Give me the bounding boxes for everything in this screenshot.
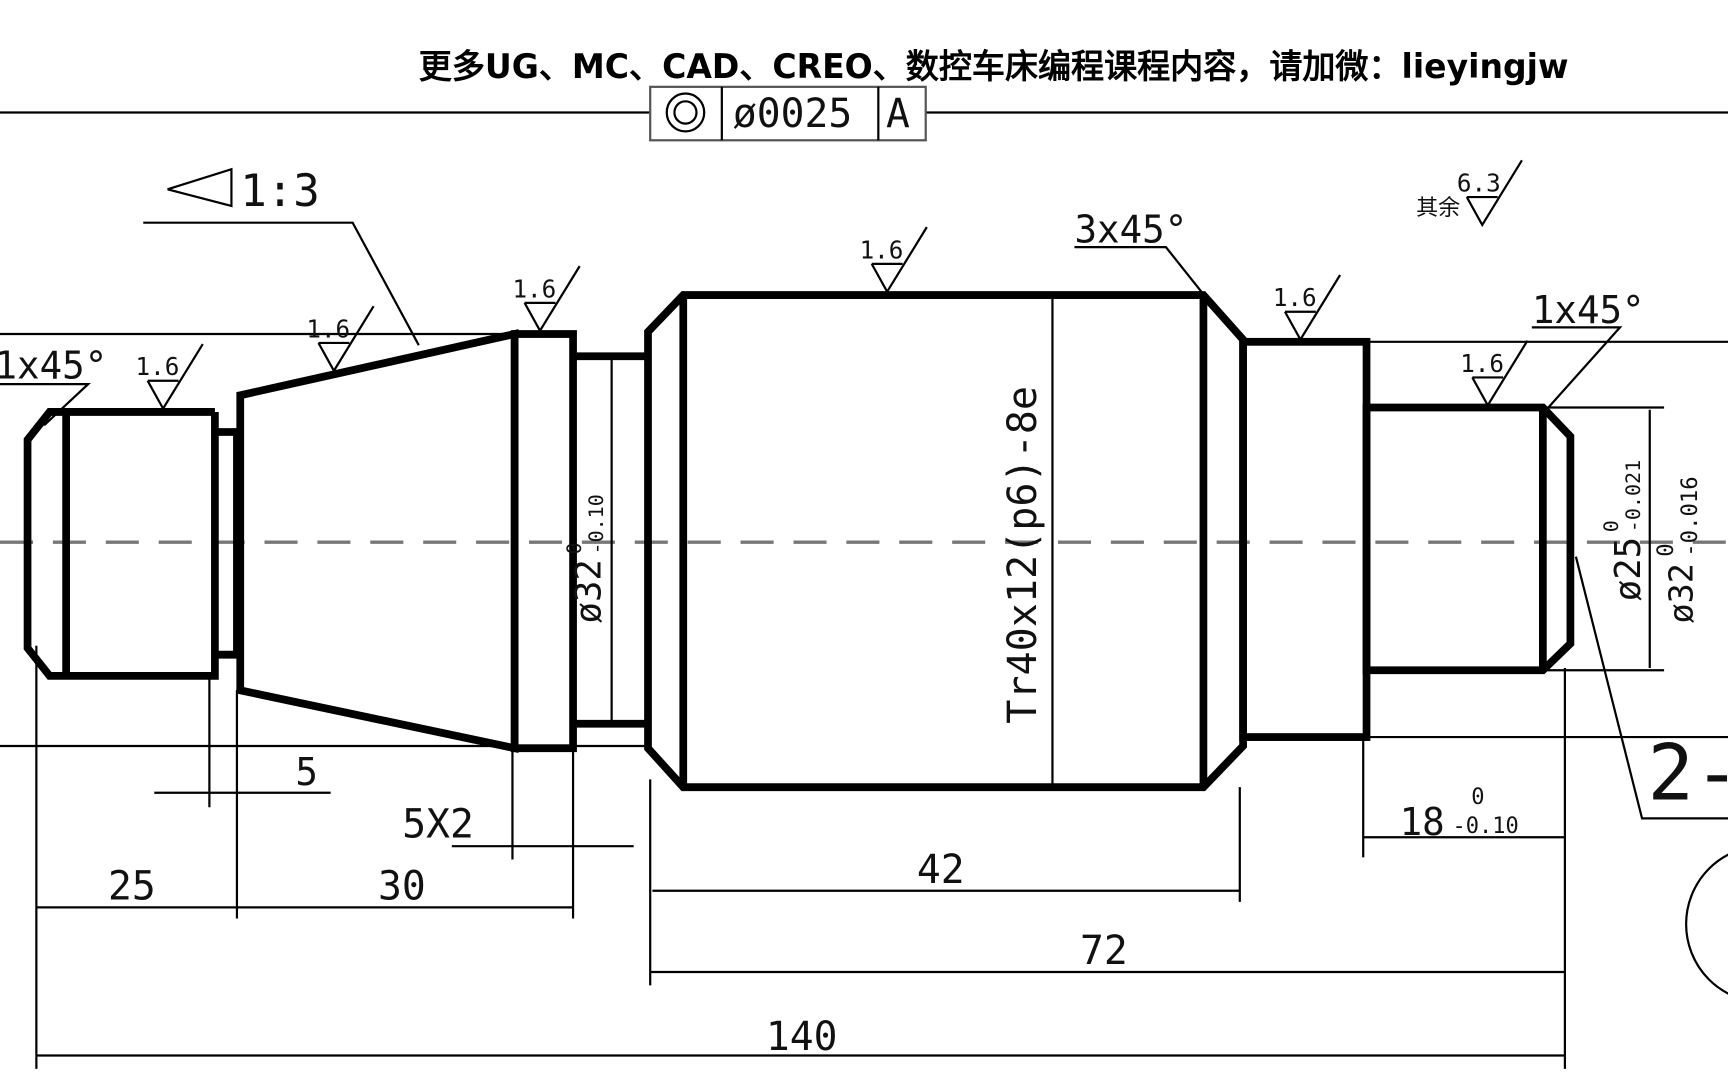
dim-25: 25 <box>108 863 156 909</box>
length-dimensions: 5 5X2 25 30 42 72 140 18 0 -0.10 <box>36 750 1565 1060</box>
surface-roughness-icon: 1.6 <box>512 265 581 333</box>
dim-72: 72 <box>1080 928 1128 974</box>
chamfer-right: 1x45° <box>1532 288 1645 332</box>
dim-dia-25-tol-upper: 0 <box>1600 520 1623 532</box>
tolerance-frame: ø0025 A <box>0 85 1728 142</box>
dim-undercut: 5 <box>295 750 318 794</box>
dim-thread: Tr40x12(p6)-8e <box>1000 386 1046 724</box>
dim-18-tol-upper: 0 <box>1471 784 1484 810</box>
tolerance-value: ø0025 <box>733 91 852 137</box>
roughness-value: 1.6 <box>136 352 180 381</box>
chamfer-middle: 3x45° <box>1074 208 1187 252</box>
dim-42: 42 <box>917 847 965 893</box>
dim-18: 18 <box>1400 800 1445 844</box>
dim-140: 140 <box>766 1014 838 1060</box>
surface-finish-marks: 1.6 1.6 1.6 1.6 1.6 1.6 <box>136 159 1529 411</box>
dim-dia-32: ø32 <box>569 559 610 623</box>
roughness-value: 1.6 <box>512 274 556 303</box>
diameter-dimensions: ø32 0 -0.10 Tr40x12(p6)-8e ø25 0 -0.021 … <box>563 297 1703 785</box>
datum-label: A <box>886 91 910 137</box>
roughness-value: 1.6 <box>1273 283 1317 312</box>
shaft-outline <box>23 291 1575 792</box>
dim-dia-25: ø25 <box>1608 537 1649 601</box>
taper-ratio: 1:3 <box>240 166 320 217</box>
surface-roughness-icon: 1.6 <box>1273 274 1342 342</box>
surface-roughness-icon: 1.6 <box>136 343 204 411</box>
dim-18-tol-lower: -0.10 <box>1452 813 1518 839</box>
surface-roughness-icon: 1.6 <box>860 226 928 294</box>
taper-icon <box>167 167 233 208</box>
roughness-value: 1.6 <box>1460 349 1504 378</box>
general-finish-value: 6.3 <box>1457 168 1501 197</box>
concentricity-icon <box>665 92 706 133</box>
detail-circle <box>1685 853 1728 995</box>
watermark-text: 更多UG、MC、CAD、CREO、数控车床编程课程内容，请加微：lieyingj… <box>419 47 1569 86</box>
chamfer-left: 1x45° <box>0 343 107 387</box>
partial-label: 2- <box>1648 728 1728 818</box>
surface-roughness-icon: 1.6 <box>1460 340 1529 408</box>
dim-dia-25-tol-lower: -0.021 <box>1622 460 1645 532</box>
callouts: 1:3 3x45° 1x45° 1x45° 2- <box>0 166 1728 995</box>
dim-groove: 5X2 <box>402 801 474 847</box>
dim-dia-32-right-tol-upper: 0 <box>1653 543 1679 556</box>
surface-roughness-icon <box>1465 159 1523 228</box>
dim-dia-32-tol-upper: 0 <box>563 542 586 554</box>
dim-dia-32-right-tol-lower: -0.016 <box>1677 476 1703 556</box>
roughness-value: 1.6 <box>860 235 904 264</box>
roughness-value: 1.6 <box>306 314 350 343</box>
dim-dia-32-tol-lower: -0.10 <box>585 494 608 554</box>
surface-roughness-icon: 1.6 <box>306 305 375 373</box>
dim-30: 30 <box>378 863 426 909</box>
extension-lines <box>0 332 1728 1069</box>
dim-dia-32-right: ø32 <box>1662 563 1701 623</box>
general-finish-note: 其余 <box>1416 195 1460 221</box>
